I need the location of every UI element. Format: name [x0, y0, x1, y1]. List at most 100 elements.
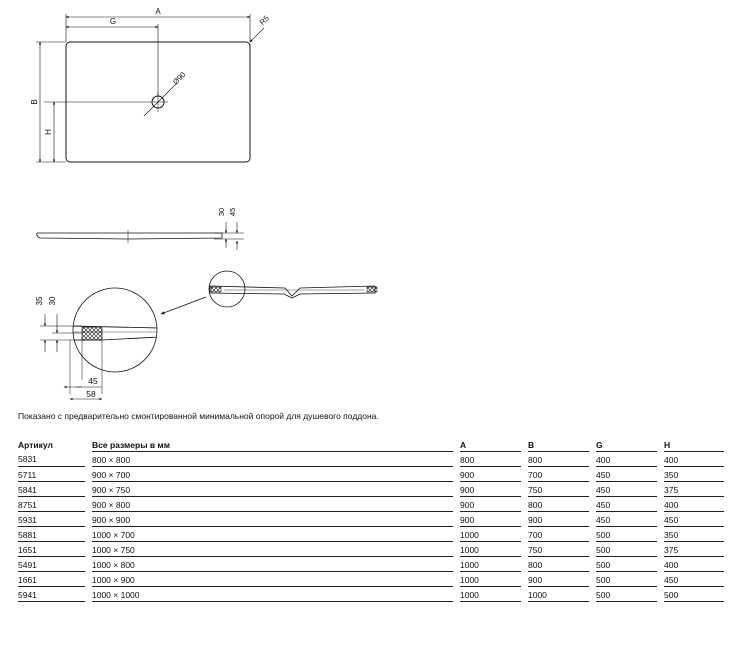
cell-size: 800 × 800: [92, 451, 453, 467]
drain-diameter-leader: [143, 83, 177, 117]
detail-pointer-arrow: [160, 296, 207, 315]
cell-b: 900: [528, 511, 589, 527]
cell-h: 350: [664, 466, 724, 482]
cell-a: 900: [460, 481, 521, 497]
cell-a: 1000: [460, 586, 521, 602]
detail-view: 35 30 45 58: [35, 287, 158, 401]
dim-detail-58-label: 58: [86, 389, 96, 399]
cell-g: 500: [596, 541, 657, 557]
cell-g: 450: [596, 496, 657, 512]
cell-h: 500: [664, 586, 724, 602]
cell-size: 900 × 800: [92, 496, 453, 512]
cell-b: 1000: [528, 586, 589, 602]
table-row: 5841 900 × 750 900 750 450 375: [18, 481, 724, 497]
cell-b: 700: [528, 466, 589, 482]
cell-size: 1000 × 700: [92, 526, 453, 542]
cell-g: 500: [596, 571, 657, 587]
cell-b: 800: [528, 556, 589, 572]
table-row: 5491 1000 × 800 1000 800 500 400: [18, 556, 724, 572]
cell-b: 700: [528, 526, 589, 542]
table-row: 5941 1000 × 1000 1000 1000 500 500: [18, 586, 724, 602]
dim-side-45-label: 45: [228, 208, 237, 216]
technical-drawing: A G B H Ø90 R5 30 45: [30, 7, 378, 401]
cell-size: 1000 × 1000: [92, 586, 453, 602]
cell-article: 5831: [18, 451, 85, 467]
cell-a: 1000: [460, 526, 521, 542]
dimensions-table: Артикул Все размеры в мм A B G H 5831 800…: [18, 437, 724, 602]
cell-a: 900: [460, 496, 521, 512]
support-foot-hatch: [81, 326, 103, 341]
radius-leader: [249, 27, 265, 43]
header-h: H: [664, 437, 724, 452]
table-row: 8751 900 × 800 900 800 450 400: [18, 496, 724, 512]
cell-b: 900: [528, 571, 589, 587]
dim-detail-45-label: 45: [88, 376, 98, 386]
cell-g: 500: [596, 556, 657, 572]
cell-article: 5941: [18, 586, 85, 602]
header-g: G: [596, 437, 657, 452]
cell-h: 400: [664, 451, 724, 467]
cell-article: 5711: [18, 466, 85, 482]
radius-label: R5: [258, 14, 271, 27]
detail-circle: [72, 287, 158, 373]
table-header-row: Артикул Все размеры в мм A B G H: [18, 437, 724, 452]
side-view: 30 45: [36, 208, 244, 250]
cell-article: 1661: [18, 571, 85, 587]
table-row: 5931 900 × 900 900 900 450 450: [18, 511, 724, 527]
plan-view: A G B H Ø90 R5: [30, 7, 271, 163]
header-sizes: Все размеры в мм: [92, 437, 453, 452]
dim-side-30-label: 30: [217, 208, 226, 216]
cell-size: 1000 × 900: [92, 571, 453, 587]
dim-h-label: H: [44, 129, 53, 135]
cell-b: 800: [528, 451, 589, 467]
cell-size: 900 × 900: [92, 511, 453, 527]
cell-a: 800: [460, 451, 521, 467]
cell-size: 1000 × 800: [92, 556, 453, 572]
cell-h: 350: [664, 526, 724, 542]
table-row: 1661 1000 × 900 1000 900 500 450: [18, 571, 724, 587]
dim-detail-30-label: 30: [48, 296, 57, 305]
cell-b: 800: [528, 496, 589, 512]
cell-article: 5841: [18, 481, 85, 497]
cell-article: 1651: [18, 541, 85, 557]
cell-g: 400: [596, 451, 657, 467]
table-row: 5881 1000 × 700 1000 700 500 350: [18, 526, 724, 542]
dim-b-label: B: [30, 99, 39, 104]
cell-h: 375: [664, 481, 724, 497]
cell-article: 5931: [18, 511, 85, 527]
section-profile: [160, 270, 378, 315]
cell-h: 450: [664, 571, 724, 587]
cell-article: 8751: [18, 496, 85, 512]
cell-size: 1000 × 750: [92, 541, 453, 557]
detail-reference-circle: [208, 270, 246, 308]
header-article: Артикул: [18, 439, 53, 450]
drawing-caption: Показано с предварительно смонтированной…: [18, 411, 379, 421]
cell-a: 1000: [460, 571, 521, 587]
cell-article: 5491: [18, 556, 85, 572]
drain-diameter-label: Ø90: [171, 70, 187, 86]
cell-a: 900: [460, 511, 521, 527]
cell-g: 450: [596, 466, 657, 482]
cell-g: 450: [596, 511, 657, 527]
cell-size: 900 × 750: [92, 481, 453, 497]
table-row: 5831 800 × 800 800 800 400 400: [18, 451, 724, 467]
cell-article: 5881: [18, 526, 85, 542]
cell-h: 450: [664, 511, 724, 527]
cell-b: 750: [528, 481, 589, 497]
header-a: A: [460, 437, 521, 452]
header-b: B: [528, 437, 589, 452]
cell-g: 450: [596, 481, 657, 497]
dim-g-label: G: [110, 17, 116, 26]
cell-h: 375: [664, 541, 724, 557]
cell-a: 1000: [460, 541, 521, 557]
cell-g: 500: [596, 586, 657, 602]
dim-detail-35-label: 35: [35, 296, 44, 305]
cell-size: 900 × 700: [92, 466, 453, 482]
cell-g: 500: [596, 526, 657, 542]
cell-a: 1000: [460, 556, 521, 572]
cell-h: 400: [664, 496, 724, 512]
tray-profile: [36, 232, 223, 240]
cell-h: 400: [664, 556, 724, 572]
